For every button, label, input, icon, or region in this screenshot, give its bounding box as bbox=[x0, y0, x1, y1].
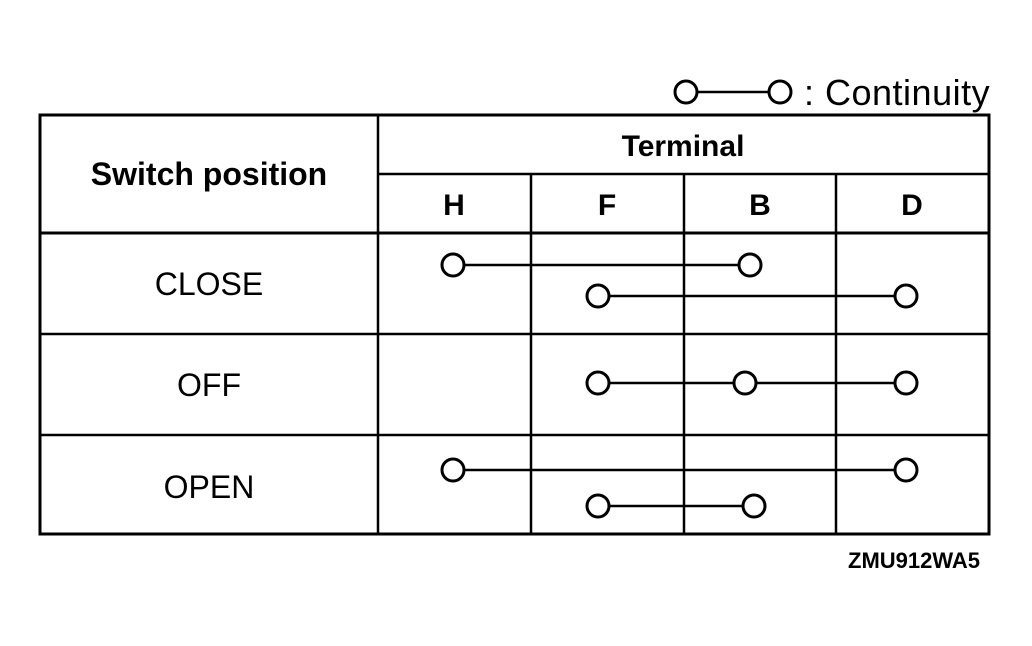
terminal-node-d-off bbox=[893, 370, 919, 396]
row-label-open: OPEN bbox=[164, 469, 255, 505]
terminal-h-header: H bbox=[443, 189, 465, 222]
terminal-node-b-off bbox=[732, 370, 758, 396]
terminal-node-h-close bbox=[440, 252, 466, 278]
terminal-node-f-off bbox=[585, 370, 611, 396]
terminal-header: Terminal bbox=[622, 130, 745, 163]
terminal-node-b-open bbox=[741, 493, 767, 519]
continuity-symbol-icon bbox=[673, 79, 793, 105]
terminal-node-b-close bbox=[737, 252, 763, 278]
terminal-node-f-close bbox=[585, 283, 611, 309]
continuity-connections bbox=[440, 252, 919, 519]
continuity-legend-label: : Continuity bbox=[804, 72, 991, 113]
terminal-d-header: D bbox=[901, 189, 923, 222]
switch-position-header: Switch position bbox=[91, 156, 327, 192]
terminal-b-header: B bbox=[749, 189, 771, 222]
row-label-close: CLOSE bbox=[155, 266, 263, 302]
terminal-node-d-open bbox=[893, 457, 919, 483]
table-border bbox=[38, 113, 991, 536]
row-label-off: OFF bbox=[177, 367, 241, 403]
continuity-legend: : Continuity bbox=[672, 70, 1002, 114]
figure-code: ZMU912WA5 bbox=[848, 548, 981, 573]
terminal-node-d-close bbox=[893, 283, 919, 309]
terminal-node-h-open bbox=[440, 457, 466, 483]
terminal-f-header: F bbox=[598, 189, 616, 222]
terminal-node-f-open bbox=[585, 493, 611, 519]
